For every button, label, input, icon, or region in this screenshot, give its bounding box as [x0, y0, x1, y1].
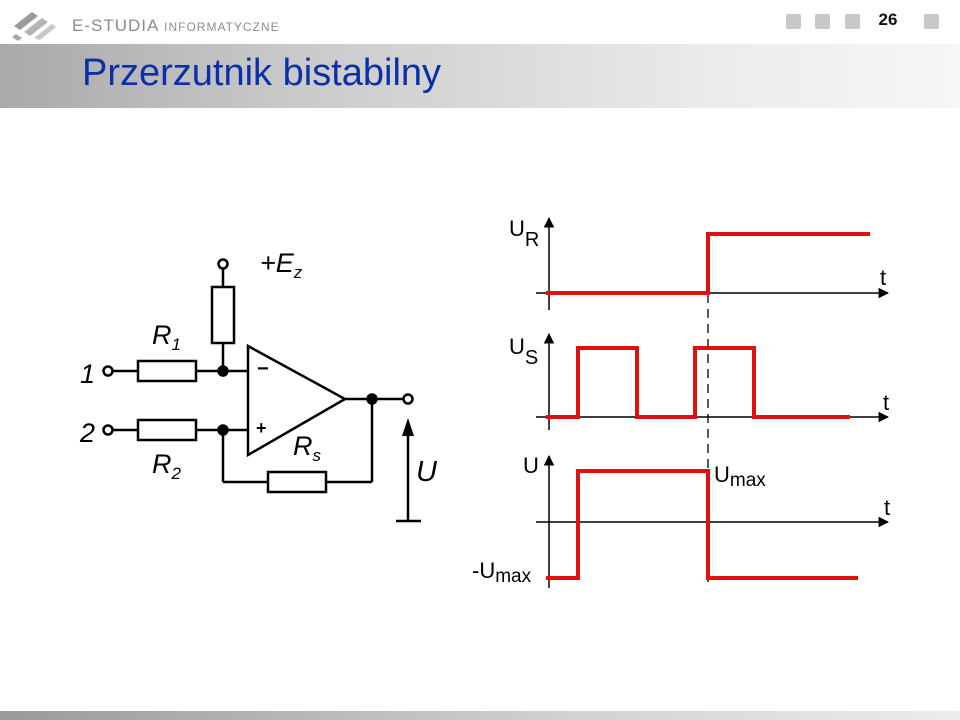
output-voltage-arrow [402, 418, 414, 436]
nav-square-2[interactable] [815, 14, 830, 29]
ur-signal [546, 232, 870, 295]
logo-icon [12, 12, 56, 41]
page-number: 26 [878, 10, 898, 29]
waveforms: UR US U t t t Umax -Umax [472, 216, 890, 588]
resistor-r2 [136, 418, 198, 442]
supply-terminal [217, 258, 229, 270]
u-axis-label: U [523, 453, 539, 478]
input-1-label: 1 [80, 359, 95, 389]
us-signal [546, 346, 850, 419]
e-studia-logo: E-STUDIA INFORMATYCZNE [10, 4, 310, 42]
nav-square-1[interactable] [786, 14, 801, 29]
input-1-terminal [102, 365, 114, 377]
supply-label: +Ez [260, 248, 303, 282]
output-terminal [402, 393, 414, 405]
r2-label: R2 [152, 449, 182, 483]
ur-label: UR [509, 216, 539, 251]
pullup-resistor [210, 285, 236, 345]
input-2-terminal [102, 424, 114, 436]
logo-text: E-STUDIA INFORMATYCZNE [72, 16, 280, 35]
rs-label: Rs [293, 431, 322, 465]
title-bar [0, 44, 960, 108]
output-label: U [416, 456, 438, 488]
op-amp-triangle [246, 343, 348, 458]
r1-label: R1 [152, 320, 181, 354]
bottom-bar [0, 711, 960, 720]
node-minus [217, 365, 229, 377]
nav-square-4[interactable] [924, 14, 939, 29]
t-label-1: t [880, 265, 886, 290]
t-label-2: t [883, 390, 889, 415]
input-2-label: 2 [79, 418, 95, 448]
op-amp-circuit [102, 258, 421, 523]
plus-sign: + [256, 418, 267, 438]
page-title: Przerzutnik bistabilny [82, 52, 442, 94]
umax-label: Umax [714, 462, 766, 491]
minus-sign: − [257, 358, 269, 380]
resistor-rs [266, 470, 328, 494]
resistor-r1 [136, 359, 198, 383]
t-label-3: t [884, 495, 890, 520]
nav-square-3[interactable] [845, 14, 860, 29]
u-signal [546, 469, 858, 580]
us-label: US [509, 334, 538, 369]
neg-umax-label: -Umax [472, 558, 532, 587]
